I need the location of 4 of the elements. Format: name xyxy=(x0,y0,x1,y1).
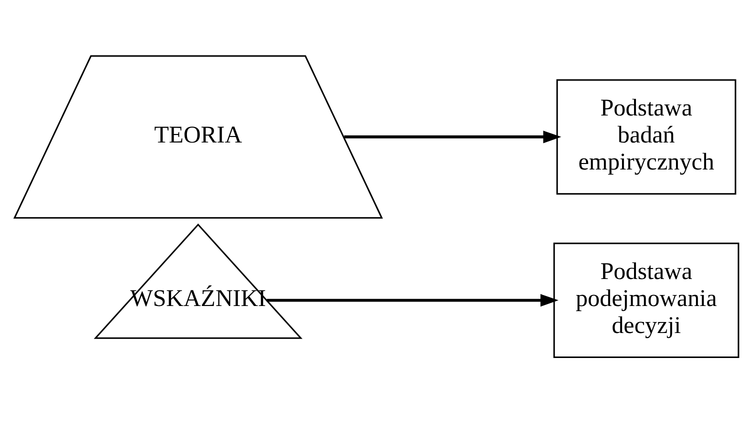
arrow xyxy=(266,294,558,306)
arrow xyxy=(344,130,562,143)
node-box: Podstawa podejmowania decyzji xyxy=(553,242,740,358)
node-box: Podstawa badań empirycznych xyxy=(556,78,736,194)
